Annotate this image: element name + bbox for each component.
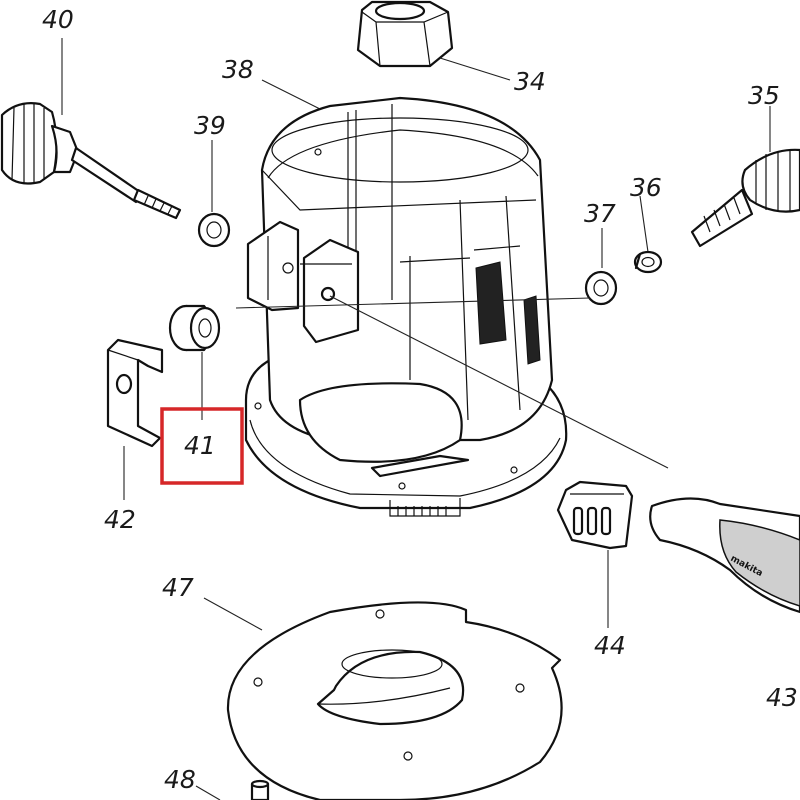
part-35-thumb-screw <box>690 106 800 248</box>
part-label-44: 44 <box>594 631 626 660</box>
part-labels: 40 34 38 35 39 36 37 41 42 47 44 43 48 <box>42 5 798 794</box>
part-label-48: 48 <box>164 765 196 794</box>
part-label-42: 42 <box>104 505 136 534</box>
part-label-47: 47 <box>162 573 194 602</box>
part-38-base-housing <box>244 79 568 517</box>
highlight-box-part-41 <box>160 407 244 485</box>
part-label-36: 36 <box>630 173 662 202</box>
part-label-37: 37 <box>584 199 616 228</box>
part-37-flat-washer <box>584 228 618 306</box>
part-39-washer <box>197 140 231 248</box>
part-label-38: 38 <box>222 55 254 84</box>
part-42-bracket <box>106 338 164 500</box>
part-36-spring-washer <box>633 195 663 274</box>
part-label-43: 43 <box>766 683 798 712</box>
part-44-grip-cap <box>556 480 634 628</box>
leader-line <box>235 297 591 309</box>
part-label-40: 40 <box>42 5 74 34</box>
part-47-sub-base <box>203 597 563 800</box>
part-label-41: 41 <box>184 431 216 460</box>
leader-line <box>329 295 669 469</box>
part-40-knob-screw <box>0 38 182 220</box>
part-label-34: 34 <box>514 67 546 96</box>
part-41-roller <box>168 304 221 420</box>
part-label-39: 39 <box>194 111 226 140</box>
part-48-pin <box>195 779 270 800</box>
part-label-35: 35 <box>748 81 780 110</box>
part-34-hex-nut <box>356 0 511 81</box>
part-43-handle: makita <box>649 497 800 614</box>
